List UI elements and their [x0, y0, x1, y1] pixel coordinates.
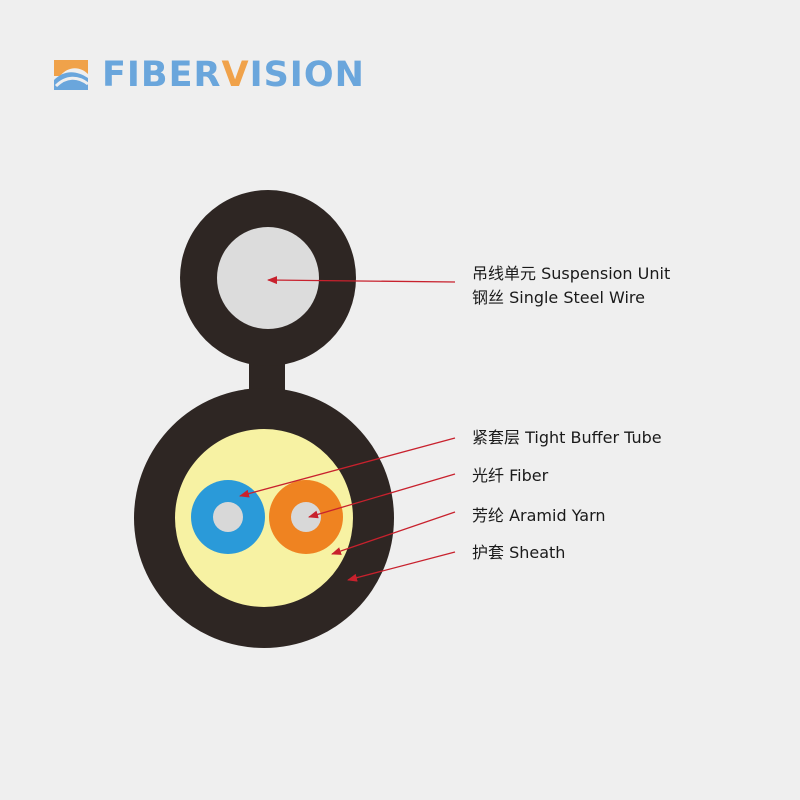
label-suspension-unit: 吊线单元 Suspension Unit	[472, 264, 671, 283]
fibervision-logo-icon	[54, 60, 89, 90]
brand-logo: FIBERVISION	[50, 50, 370, 100]
leader-fiber	[308, 473, 456, 519]
label-sheath: 护套 Sheath	[472, 543, 566, 562]
steel-wire	[217, 227, 319, 329]
brand-name-suffix: ISION	[249, 54, 365, 95]
label-tight-buffer: 紧套层 Tight Buffer Tube	[472, 428, 662, 447]
fiber-core-blue	[213, 502, 243, 532]
brand-name-v: V	[221, 54, 250, 95]
leader-suspension-unit	[267, 276, 456, 285]
leader-aramid	[331, 511, 456, 555]
label-steel-wire: 钢丝 Single Steel Wire	[472, 288, 645, 307]
fiber-core-orange	[291, 502, 321, 532]
brand-name: FIBERVISION	[102, 54, 365, 95]
label-aramid: 芳纶 Aramid Yarn	[472, 506, 606, 525]
label-fiber: 光纤 Fiber	[472, 466, 549, 485]
leader-tight-buffer	[239, 437, 456, 498]
brand-name-prefix: FIBER	[102, 54, 222, 95]
leader-sheath	[347, 551, 456, 582]
